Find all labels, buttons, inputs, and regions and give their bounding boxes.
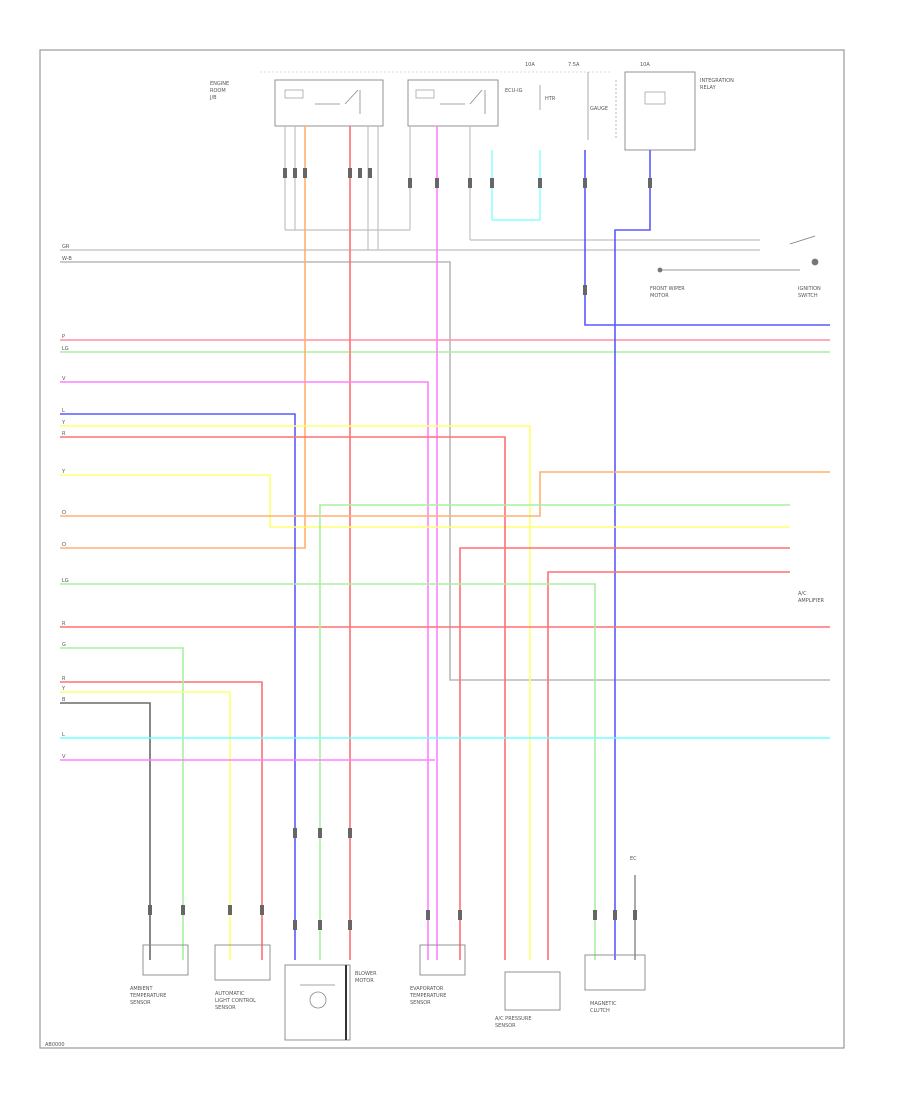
svg-text:ECU-IG: ECU-IG	[505, 88, 523, 94]
connector-ticks	[148, 168, 652, 930]
svg-text:10A: 10A	[525, 62, 535, 68]
footer-code: AB0000	[45, 1042, 65, 1048]
svg-text:O: O	[62, 542, 66, 548]
svg-text:TEMPERATURE: TEMPERATURE	[409, 993, 446, 999]
svg-text:SENSOR: SENSOR	[215, 1005, 236, 1011]
svg-text:BLOWER: BLOWER	[355, 971, 377, 977]
svg-text:R: R	[62, 431, 66, 437]
svg-text:AMBIENT: AMBIENT	[130, 986, 154, 992]
svg-text:ROOM: ROOM	[210, 88, 226, 94]
svg-text:INTEGRATION: INTEGRATION	[700, 78, 734, 84]
svg-text:MOTOR: MOTOR	[355, 978, 374, 984]
svg-text:LG: LG	[62, 346, 69, 352]
diagram-frame	[39, 49, 845, 1049]
svg-text:V: V	[62, 376, 66, 382]
top-labels: ENGINE ROOM J/B INTEGRATION RELAY 10A 7.…	[209, 62, 734, 112]
svg-text:A/C PRESSURE: A/C PRESSURE	[495, 1016, 531, 1022]
svg-text:GAUGE: GAUGE	[590, 106, 608, 112]
svg-text:MAGNETIC: MAGNETIC	[590, 1001, 617, 1007]
svg-text:HTR: HTR	[545, 96, 556, 102]
svg-text:Y: Y	[61, 420, 66, 426]
svg-text:W-B: W-B	[62, 256, 72, 262]
fuse-box-top-right	[615, 71, 696, 151]
svg-text:CLUTCH: CLUTCH	[590, 1008, 610, 1014]
svg-text:SENSOR: SENSOR	[410, 1000, 431, 1006]
svg-text:P: P	[62, 334, 65, 340]
svg-text:L: L	[62, 408, 65, 414]
ignition-switch	[657, 235, 819, 273]
wires	[60, 126, 830, 960]
svg-text:LG: LG	[62, 578, 69, 584]
svg-text:O: O	[62, 510, 66, 516]
svg-text:10A: 10A	[640, 62, 650, 68]
svg-text:AMPLIFIER: AMPLIFIER	[798, 598, 825, 604]
left-pin-labels: GRW-B PLG V LYR Y O O LG R G RYB L V	[61, 244, 72, 760]
svg-text:SWITCH: SWITCH	[798, 293, 818, 299]
svg-text:IGNITION: IGNITION	[798, 286, 821, 292]
relay-left-box	[274, 79, 384, 127]
svg-text:7.5A: 7.5A	[568, 62, 580, 68]
svg-text:SENSOR: SENSOR	[495, 1023, 516, 1029]
svg-text:LIGHT CONTROL: LIGHT CONTROL	[215, 998, 256, 1004]
svg-text:V: V	[62, 754, 66, 760]
svg-text:A/C: A/C	[798, 591, 807, 597]
svg-text:B: B	[62, 697, 66, 703]
svg-text:SENSOR: SENSOR	[130, 1000, 151, 1006]
svg-text:EC: EC	[630, 856, 637, 862]
svg-text:AUTOMATIC: AUTOMATIC	[215, 991, 245, 997]
bottom-components	[142, 944, 646, 1041]
svg-text:MOTOR: MOTOR	[650, 293, 669, 299]
svg-text:Y: Y	[61, 469, 66, 475]
blower-motor-symbol	[300, 984, 335, 1009]
svg-text:ENGINE: ENGINE	[210, 81, 229, 87]
svg-text:Y: Y	[61, 686, 66, 692]
svg-text:FRONT WIPER: FRONT WIPER	[650, 286, 685, 292]
svg-text:RELAY: RELAY	[700, 85, 717, 91]
svg-text:GR: GR	[62, 244, 70, 250]
svg-text:G: G	[62, 642, 66, 648]
svg-text:EVAPORATOR: EVAPORATOR	[410, 986, 444, 992]
svg-text:TEMPERATURE: TEMPERATURE	[129, 993, 166, 999]
ground-symbol: EC	[630, 856, 637, 885]
right-labels: IGNITION SWITCH FRONT WIPER MOTOR A/C AM…	[650, 286, 825, 604]
relay-mid-box	[407, 79, 499, 127]
svg-text:R: R	[62, 676, 66, 682]
bottom-labels: AMBIENT TEMPERATURE SENSOR AUTOMATIC LIG…	[129, 971, 617, 1029]
svg-text:J/B: J/B	[209, 95, 217, 101]
top-connector-stubs	[284, 126, 760, 250]
svg-text:R: R	[62, 621, 66, 627]
svg-text:L: L	[62, 732, 65, 738]
